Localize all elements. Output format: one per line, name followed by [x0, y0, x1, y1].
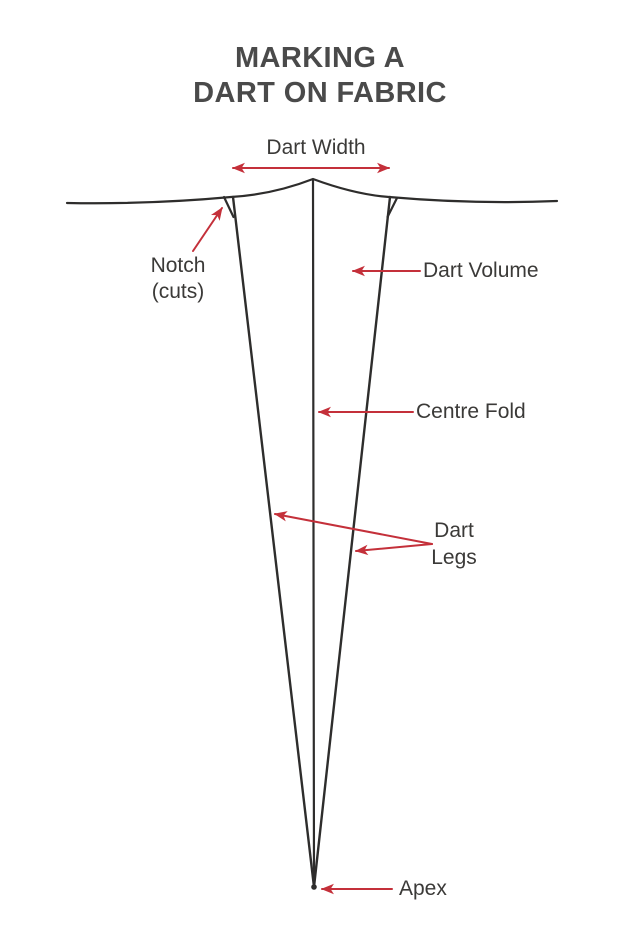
- left-dart-leg-line: [231, 195, 316, 889]
- notch-label: Notch (cuts): [118, 253, 238, 305]
- center-fold-line: [311, 178, 316, 888]
- page-title: MARKING A DART ON FABRIC: [0, 41, 640, 111]
- page-title-line2: DART ON FABRIC: [193, 77, 447, 109]
- dart-legs-label-line2: Legs: [431, 546, 477, 569]
- page-title-line1: MARKING A: [234, 42, 406, 74]
- notch-label-line2: (cuts): [151, 280, 205, 303]
- apex-label: Apex: [399, 877, 447, 900]
- dart-legs-label-line1: Dart: [434, 519, 474, 542]
- dart-width-label: Dart Width: [266, 136, 366, 159]
- dart-legs-label: Dart Legs: [414, 517, 494, 571]
- centre-fold-label: Centre Fold: [416, 400, 526, 423]
- left-notch-cut: [222, 195, 235, 219]
- right-notch-cut: [386, 196, 399, 219]
- notch-arrow: [192, 207, 223, 252]
- apex-point: [311, 884, 317, 890]
- notch-label-line1: Notch: [150, 254, 206, 277]
- right-dart-leg-line: [312, 195, 392, 889]
- dart-legs-arrow-right: [354, 543, 433, 556]
- dart-volume-label: Dart Volume: [423, 259, 539, 282]
- dart-legs-arrow-left: [273, 511, 433, 545]
